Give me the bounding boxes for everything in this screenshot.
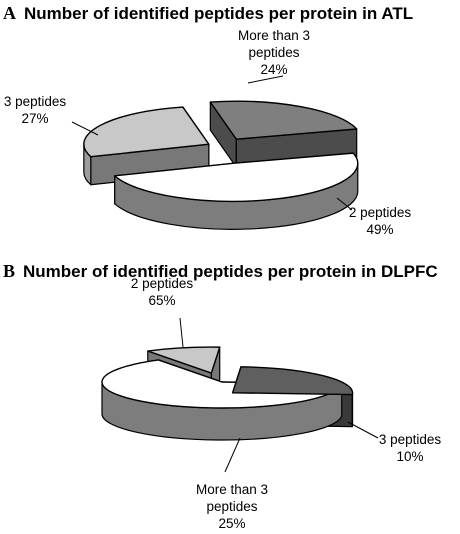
slice-label-text: More than 3 [195,482,269,497]
leader-line-more-than-3-peptides [224,437,241,473]
panel-letter-b: B [3,261,16,281]
panel-b-dlpfc: B Number of identified peptides per prote… [0,258,460,534]
slice-label-text: 3 peptides [3,94,67,109]
slice-percent-label: 10% [396,449,424,464]
leader-line-2-peptides [336,197,353,211]
slice-label-text: More than 3 [237,28,311,43]
slice-percent-label: 24% [260,62,288,77]
slice-label-text: 3 peptides [378,432,442,447]
pie-slice-3-peptides [147,346,221,374]
pie-slice-2-peptides [114,152,359,203]
leader-line-more-than-3-peptides [247,75,284,84]
slice-label-2-peptides: 2 peptides 49% [349,204,411,238]
slice-percent-label: 65% [148,293,176,308]
chart-title-dlpfc: B Number of identified peptides per prote… [3,261,438,282]
slice-label-text: peptides [206,499,258,514]
pie-chart-dlpfc [101,317,379,473]
leader-lines [179,317,379,473]
slice-label-text: 2 peptides [348,205,412,220]
slice-label-3-peptides: 3 peptides 27% [4,93,66,127]
leader-line-3-peptides [71,121,99,136]
pie-chart-atl [71,75,359,230]
leader-line-2-peptides [179,317,184,348]
slice-label-more-than-3-peptides: More than 3 peptides 24% [238,27,310,78]
slice-label-text: peptides [248,45,300,60]
pie-slices [83,100,359,203]
pie-slice-2-peptides [101,359,343,409]
slice-label-2-peptides: 2 peptides 65% [131,275,193,309]
pie-slice-3-peptides [83,106,210,158]
title-text-atl: Number of identified peptides per protei… [24,4,414,23]
pie-slice-more-than-3-peptides [231,366,354,396]
panel-a-atl: A Number of identified peptides per prote… [0,0,460,258]
title-text-dlpfc: Number of identified peptides per protei… [23,262,438,281]
slice-label-text: 2 peptides [130,276,194,291]
slice-percent-label: 49% [366,222,394,237]
pie-slices [101,346,354,409]
panel-letter-a: A [3,3,16,23]
chart-title-atl: A Number of identified peptides per prote… [3,3,413,24]
slice-label-more-than-3-peptides: More than 3 peptides 25% [196,481,268,532]
slice-label-3-peptides: 3 peptides 10% [379,431,441,465]
slice-percent-label: 25% [218,516,246,531]
pie-slice-more-than-3-peptides [209,100,358,140]
slice-percent-label: 27% [21,111,49,126]
leader-line-3-peptides [347,421,379,439]
leader-lines [71,75,353,211]
